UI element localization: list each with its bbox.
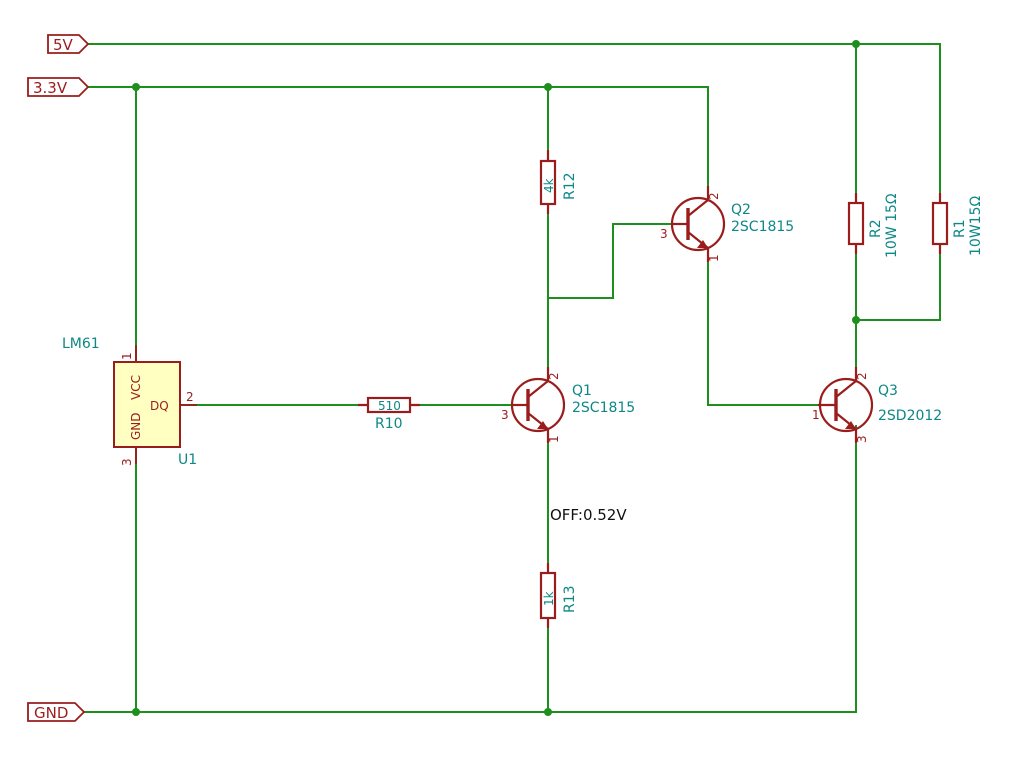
q2-part: 2SC1815 bbox=[731, 219, 794, 235]
q3-pin3-number: 3 bbox=[855, 435, 869, 443]
transistor-q3[interactable]: 1 2 3 Q3 2SD2012 bbox=[812, 367, 942, 443]
port-3v3[interactable]: 3.3V bbox=[27, 77, 90, 97]
u1-pin2-number: 2 bbox=[186, 390, 194, 404]
junction-dot bbox=[132, 83, 140, 91]
u1-ref-label: U1 bbox=[178, 452, 197, 468]
junction-dot bbox=[852, 40, 860, 48]
q1-ref: Q1 bbox=[572, 383, 592, 399]
q2-pin2-number: 2 bbox=[707, 192, 721, 200]
port-5v[interactable]: 5V bbox=[47, 34, 90, 54]
q2-collector-lead bbox=[687, 186, 710, 217]
r10-body bbox=[366, 396, 412, 414]
q3-part: 2SD2012 bbox=[878, 408, 942, 424]
u1-pin-dq-label: DQ bbox=[150, 399, 169, 413]
r13-value: 1k bbox=[542, 591, 556, 606]
port-5v-outline bbox=[47, 34, 90, 54]
r2-value: 10W 15Ω bbox=[884, 193, 900, 258]
wires bbox=[84, 43, 941, 713]
wire-5v-rail bbox=[88, 43, 941, 203]
ic-u1[interactable]: VCC GND DQ 1 2 3 LM61 U1 bbox=[62, 336, 197, 468]
q1-emitter-arrow bbox=[537, 421, 548, 429]
u1-part-label: LM61 bbox=[62, 336, 100, 352]
transistor-q1[interactable]: 3 2 1 Q1 2SC1815 bbox=[501, 367, 635, 443]
u1-pin1-number: 1 bbox=[120, 352, 134, 360]
u1-body bbox=[113, 361, 181, 448]
transistor-q2[interactable]: 3 2 1 Q2 2SC1815 bbox=[660, 186, 794, 262]
junction-dot bbox=[544, 83, 552, 91]
r12-value: 4k bbox=[542, 178, 556, 193]
resistor-r12[interactable]: 4k R12 bbox=[539, 150, 578, 214]
r13-body bbox=[539, 571, 557, 620]
q2-pin1-number: 1 bbox=[707, 254, 721, 262]
wire-node-to-q2-base bbox=[548, 223, 672, 299]
q3-collector-lead bbox=[835, 367, 858, 398]
r1-value: 10W15Ω bbox=[968, 196, 984, 256]
resistor-r13[interactable]: 1k R13 bbox=[539, 563, 578, 628]
q3-pin2-number: 2 bbox=[855, 372, 869, 380]
q1-collector-lead bbox=[527, 367, 550, 398]
resistor-r10[interactable]: 510 R10 bbox=[358, 396, 420, 432]
r10-value: 510 bbox=[378, 399, 401, 413]
r2-ref: R2 bbox=[868, 219, 884, 238]
u1-pin-vcc-label: VCC bbox=[129, 375, 143, 400]
r12-ref: R12 bbox=[562, 172, 578, 200]
r1-ref: R1 bbox=[952, 219, 968, 238]
port-gnd-label: GND bbox=[34, 704, 68, 722]
wire-r1-r2-join bbox=[856, 244, 941, 321]
note-off-voltage: OFF:0.52V bbox=[550, 506, 627, 524]
q2-emitter-arrow bbox=[697, 240, 708, 248]
u1-pin-gnd-label: GND bbox=[129, 412, 143, 440]
r12-body bbox=[539, 159, 557, 206]
resistor-r1[interactable]: R1 10W15Ω bbox=[931, 193, 984, 256]
q3-emitter-arrow bbox=[845, 421, 856, 429]
r1-body bbox=[931, 201, 949, 246]
port-gnd[interactable]: GND bbox=[27, 702, 86, 722]
q2-pin3-number: 3 bbox=[660, 227, 668, 241]
r2-body bbox=[847, 201, 865, 246]
q3-ref: Q3 bbox=[878, 383, 898, 399]
port-5v-label: 5V bbox=[53, 36, 74, 54]
resistor-r2[interactable]: R2 10W 15Ω bbox=[847, 193, 900, 258]
wire-gnd-rail bbox=[84, 425, 857, 713]
q3-pin1-number: 1 bbox=[812, 408, 820, 422]
port-3v3-label: 3.3V bbox=[33, 79, 68, 97]
q1-pin1-number: 1 bbox=[547, 435, 561, 443]
junction-dot bbox=[852, 316, 860, 324]
r10-ref: R10 bbox=[375, 416, 403, 432]
u1-pin3-number: 3 bbox=[120, 458, 134, 466]
wire-q2-emitter-to-q3-base bbox=[707, 252, 818, 406]
wire-3v3-rail bbox=[88, 86, 709, 196]
port-3v3-outline bbox=[27, 77, 90, 97]
junctions bbox=[132, 40, 860, 716]
q1-part: 2SC1815 bbox=[572, 400, 635, 416]
r13-ref: R13 bbox=[562, 585, 578, 613]
q2-ref: Q2 bbox=[731, 202, 751, 218]
q1-pin3-number: 3 bbox=[501, 408, 509, 422]
port-gnd-outline bbox=[27, 702, 86, 722]
q1-pin2-number: 2 bbox=[547, 372, 561, 380]
junction-dot bbox=[544, 708, 552, 716]
junction-dot bbox=[132, 708, 140, 716]
